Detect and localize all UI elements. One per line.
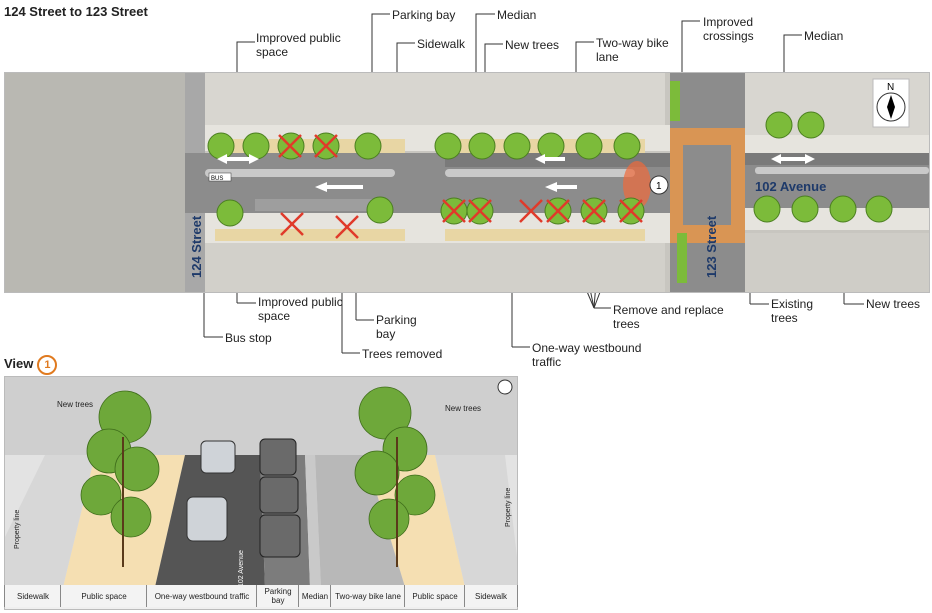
view-new-trees-right: New trees — [445, 404, 481, 413]
view-new-trees-left: New trees — [57, 400, 93, 409]
callout-parking-bay-bottom: Parking bay — [376, 313, 417, 341]
section-legend: Sidewalk Public space One-way westbound … — [4, 585, 518, 607]
property-line-right: Property line — [505, 488, 512, 527]
view-label: View — [4, 356, 34, 371]
segment-public-space-left: Public space — [60, 585, 147, 607]
property-line-left: Property line — [14, 510, 21, 549]
avenue-label: 102 Avenue — [755, 179, 826, 194]
callout-improved-public-space-top: Improved public space — [256, 31, 341, 59]
callout-remove-replace: Remove and replace trees — [613, 303, 724, 331]
callout-improved-crossings: Improved crossings — [703, 15, 754, 43]
callout-median-right: Median — [804, 29, 844, 43]
callout-sidewalk: Sidewalk — [417, 37, 466, 51]
segment-parking-bay: Parking bay — [256, 585, 299, 607]
plan-map: 124 Street 123 Street 102 Avenue BUS 1 N — [4, 72, 930, 293]
callout-existing-trees: Existing trees — [771, 297, 814, 325]
callout-one-way-westbound: One-way westbound traffic — [532, 341, 642, 369]
bus-marker: BUS — [211, 176, 223, 182]
callout-new-trees-bottom: New trees — [866, 297, 921, 311]
segment-sidewalk-left: Sidewalk — [4, 585, 61, 607]
segment-one-way-traffic: One-way westbound traffic — [146, 585, 257, 607]
callout-new-trees-top: New trees — [505, 38, 560, 52]
callout-bus-stop: Bus stop — [225, 331, 272, 345]
segment-public-space-right: Public space — [404, 585, 465, 607]
view-number: 1 — [37, 355, 58, 375]
callout-improved-public-space-bottom: Improved public space — [258, 295, 343, 323]
view-marker-1: 1 — [656, 181, 662, 192]
segment-sidewalk-right: Sidewalk — [464, 585, 518, 607]
street-label-124: 124 Street — [189, 215, 204, 278]
view-avenue-label: 102 Avenue — [238, 550, 245, 587]
street-section-view: New trees New trees Property line Proper… — [4, 376, 518, 610]
callout-two-way-bike-lane: Two-way bike lane — [596, 36, 669, 64]
page-title: 124 Street to 123 Street — [4, 4, 148, 19]
segment-median: Median — [298, 585, 331, 607]
north-label: N — [887, 82, 894, 93]
street-label-123: 123 Street — [704, 215, 719, 278]
callout-median-top: Median — [497, 8, 537, 22]
callout-parking-bay-top: Parking bay — [392, 8, 456, 22]
segment-bike-lane: Two-way bike lane — [330, 585, 405, 607]
callout-trees-removed: Trees removed — [362, 347, 443, 361]
